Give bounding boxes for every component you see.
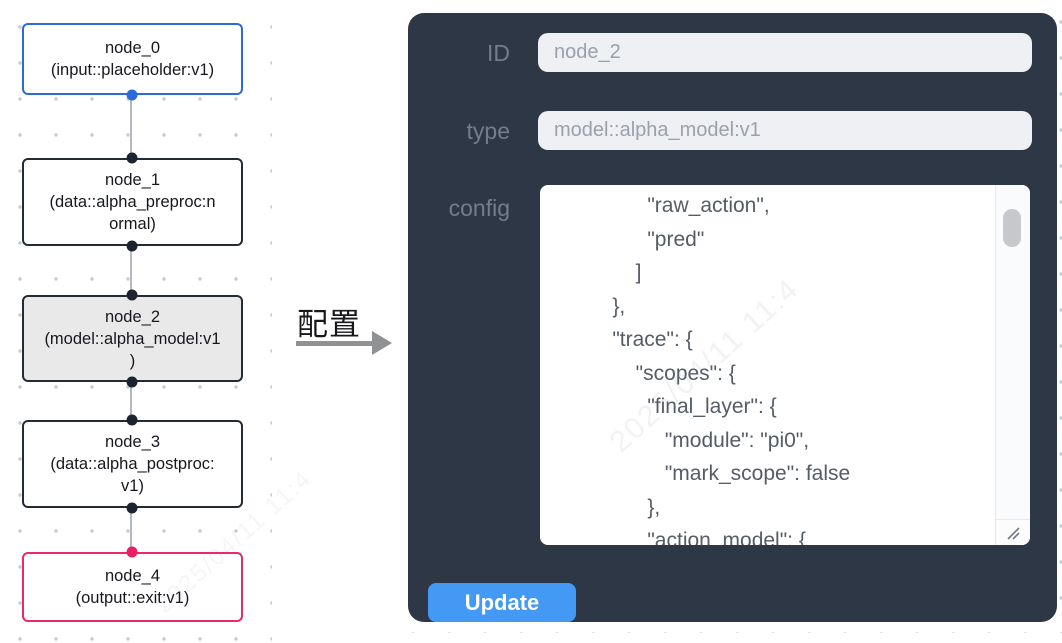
type-input[interactable] — [538, 111, 1032, 150]
node-4-label: node_4 (output::exit:v1) — [75, 567, 190, 607]
panel-background: ID type config "raw_action", "pred" ] },… — [388, 0, 1062, 633]
node-2-label: node_2 (model::alpha_model:v1 ) — [44, 307, 221, 370]
connection-handle-node2-out[interactable] — [126, 376, 138, 388]
connection-handle-node2-in[interactable] — [126, 289, 138, 301]
scrollbar-track[interactable] — [995, 185, 1030, 520]
resize-handle-icon[interactable] — [995, 519, 1030, 545]
node-1[interactable]: node_1 (data::alpha_preproc:n ormal) — [22, 158, 243, 246]
arrow-head-icon — [372, 331, 392, 355]
connection-handle-node3-in[interactable] — [126, 414, 138, 426]
node-0[interactable]: node_0 (input::placeholder:v1) — [22, 23, 243, 95]
connection-handle-node4-in[interactable] — [126, 546, 138, 558]
node-2[interactable]: node_2 (model::alpha_model:v1 ) — [22, 295, 243, 382]
connection-handle-node1-out[interactable] — [126, 240, 138, 252]
node-1-label: node_1 (data::alpha_preproc:n ormal) — [49, 171, 216, 233]
arrow-icon — [296, 341, 374, 346]
scrollbar-thumb[interactable] — [1003, 209, 1021, 247]
node-3-label: node_3 (data::alpha_postproc: v1) — [50, 433, 215, 495]
update-button[interactable]: Update — [428, 583, 576, 622]
connection-handle-node3-out[interactable] — [126, 502, 138, 514]
connection-handle-node0-out[interactable] — [126, 89, 138, 101]
id-field-label: ID — [487, 40, 510, 66]
connection-handle-node1-in[interactable] — [126, 152, 138, 164]
flow-canvas[interactable]: node_0 (input::placeholder:v1) node_1 (d… — [0, 0, 272, 643]
node-3[interactable]: node_3 (data::alpha_postproc: v1) — [22, 420, 243, 508]
node-0-label: node_0 (input::placeholder:v1) — [50, 39, 215, 79]
config-textarea[interactable]: "raw_action", "pred" ] }, "trace": { "sc… — [540, 185, 1030, 545]
node-config-panel: ID type config "raw_action", "pred" ] },… — [408, 13, 1057, 622]
config-json-text: "raw_action", "pred" ] }, "trace": { "sc… — [612, 194, 851, 545]
id-input[interactable] — [538, 33, 1032, 72]
node-4[interactable]: node_4 (output::exit:v1) — [22, 552, 243, 622]
type-field-label: type — [466, 118, 510, 144]
config-field-label: config — [448, 195, 510, 221]
configure-annotation: 配置 — [297, 307, 361, 342]
